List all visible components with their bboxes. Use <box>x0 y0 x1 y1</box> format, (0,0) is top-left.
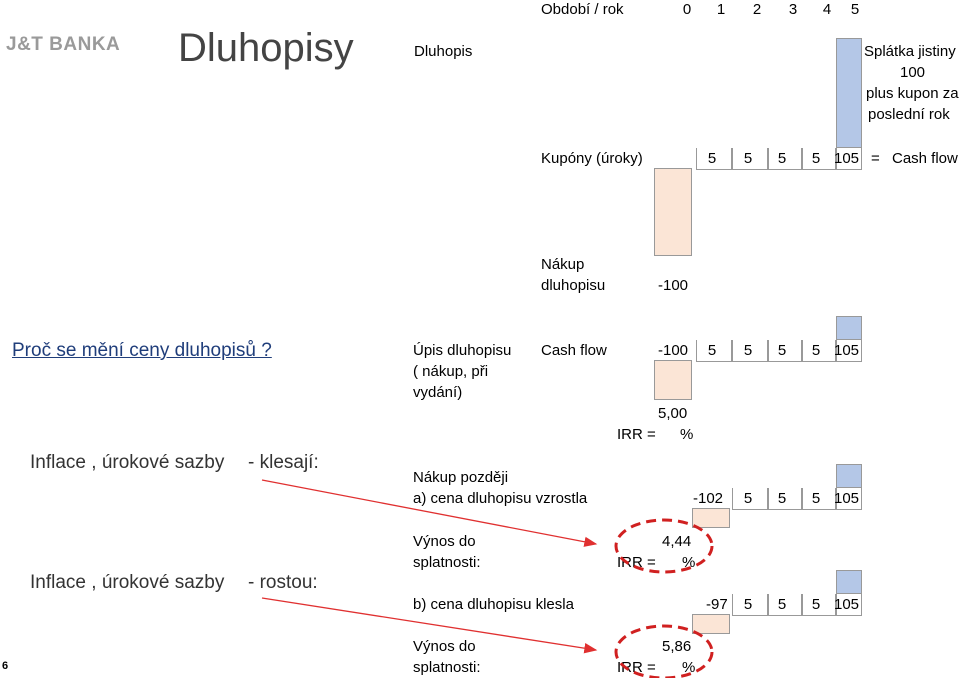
falling-label: Inflace , úrokové sazby <box>30 452 225 473</box>
repayment-bar <box>836 38 862 148</box>
highlight-oval-a <box>614 518 714 574</box>
issue-cell <box>768 340 802 362</box>
issue-cash-flow-label: Cash flow <box>541 342 607 359</box>
equals-sign: = <box>871 150 880 167</box>
issue-line2: ( nákup, při <box>413 363 489 380</box>
irr-a-unit: % <box>682 554 696 571</box>
rising-label: Inflace , úrokové sazby <box>30 572 225 593</box>
case-a-value: 5 <box>743 490 753 507</box>
irr-a-label: IRR = <box>617 554 656 571</box>
issue-value: 5 <box>743 342 753 359</box>
case-a-value: 5 <box>811 490 821 507</box>
slide-number: 6 <box>2 660 9 672</box>
case-a-value: 5 <box>777 490 787 507</box>
period-label: Období / rok <box>541 1 624 18</box>
brand-logo: J&T BANKA <box>6 34 121 55</box>
arrow-falling <box>261 479 598 547</box>
issue-irr-label: IRR = <box>617 426 656 443</box>
question-heading: Proč se mění ceny dluhopisů ? <box>12 340 272 361</box>
coupon-value: 5 <box>743 150 753 167</box>
case-a-value: 105 <box>834 490 860 507</box>
issue-value: 105 <box>834 342 860 359</box>
coupon-cell <box>802 148 836 170</box>
irr-a-value: 4,44 <box>662 533 692 550</box>
coupon-value: 5 <box>707 150 717 167</box>
repayment-line3: plus kupon za <box>866 85 959 102</box>
rising-verb: - rostou: <box>248 572 318 593</box>
case-b-cell <box>836 594 862 616</box>
case-a-cell <box>802 488 836 510</box>
case-b-value: 5 <box>811 596 821 613</box>
case-b-value: 5 <box>743 596 753 613</box>
period-1: 1 <box>716 1 726 18</box>
issue-irr-unit: % <box>680 426 694 443</box>
case-b-purchase-bar <box>692 614 730 634</box>
coupon-cell <box>732 148 768 170</box>
issue-cell <box>802 340 836 362</box>
case-b-value: 5 <box>777 596 787 613</box>
case-a-label: a) cena dluhopisu vzrostla <box>413 490 588 507</box>
issue-value: 5 <box>777 342 787 359</box>
coupon-value: 5 <box>811 150 821 167</box>
later-line1: Nákup později <box>413 469 509 486</box>
coupon-value: 105 <box>834 150 860 167</box>
case-a-repayment-bar <box>836 464 862 488</box>
irr-b-value: 5,86 <box>662 638 692 655</box>
case-b-cell <box>732 594 768 616</box>
repayment-line2: 100 <box>900 64 926 81</box>
purchase-line1: Nákup <box>541 256 585 273</box>
case-b-label: b) cena dluhopisu klesla <box>413 596 574 613</box>
case-a-purchase-bar <box>692 508 730 528</box>
issue-cell <box>836 340 862 362</box>
irr-b-unit: % <box>682 659 696 676</box>
page-title: Dluhopisy <box>178 26 354 70</box>
coupon-cell <box>836 148 862 170</box>
case-b-value: -97 <box>706 596 728 613</box>
case-b-repayment-bar <box>836 570 862 594</box>
case-b-value: 105 <box>834 596 860 613</box>
issue-cell <box>732 340 768 362</box>
arrow-rising <box>261 597 598 654</box>
coupon-cell <box>768 148 802 170</box>
repayment-line1: Splátka jistiny <box>864 43 956 60</box>
falling-verb: - klesají: <box>248 452 319 473</box>
cash-flow-label: Cash flow <box>892 150 958 167</box>
issue-line3: vydání) <box>413 384 463 401</box>
purchase-bar <box>654 168 692 256</box>
issue-value: 5 <box>707 342 717 359</box>
yield-b-line1: Výnos do <box>413 638 476 655</box>
case-a-cell <box>732 488 768 510</box>
yield-a-line1: Výnos do <box>413 533 476 550</box>
highlight-oval-b <box>614 624 714 678</box>
purchase-value: -100 <box>658 277 689 294</box>
issue-value: -100 <box>658 342 689 359</box>
period-0: 0 <box>682 1 692 18</box>
period-3: 3 <box>788 1 798 18</box>
issue-purchase-bar <box>654 360 692 400</box>
case-b-cell <box>768 594 802 616</box>
irr-b-label: IRR = <box>617 659 656 676</box>
issue-repayment-bar <box>836 316 862 340</box>
bond-label: Dluhopis <box>414 43 473 60</box>
period-4: 4 <box>822 1 832 18</box>
coupons-label: Kupóny (úroky) <box>541 150 643 167</box>
coupon-cell <box>696 148 732 170</box>
purchase-line2: dluhopisu <box>541 277 606 294</box>
issue-line1: Úpis dluhopisu <box>413 342 512 359</box>
issue-irr-value: 5,00 <box>658 405 688 422</box>
issue-value: 5 <box>811 342 821 359</box>
period-2: 2 <box>752 1 762 18</box>
case-a-value: -102 <box>693 490 724 507</box>
case-a-cell <box>768 488 802 510</box>
yield-b-line2: splatnosti: <box>413 659 481 676</box>
issue-cell <box>696 340 732 362</box>
case-a-cell <box>836 488 862 510</box>
case-b-cell <box>802 594 836 616</box>
repayment-line4: poslední rok <box>868 106 950 123</box>
yield-a-line2: splatnosti: <box>413 554 481 571</box>
coupon-value: 5 <box>777 150 787 167</box>
period-5: 5 <box>850 1 860 18</box>
